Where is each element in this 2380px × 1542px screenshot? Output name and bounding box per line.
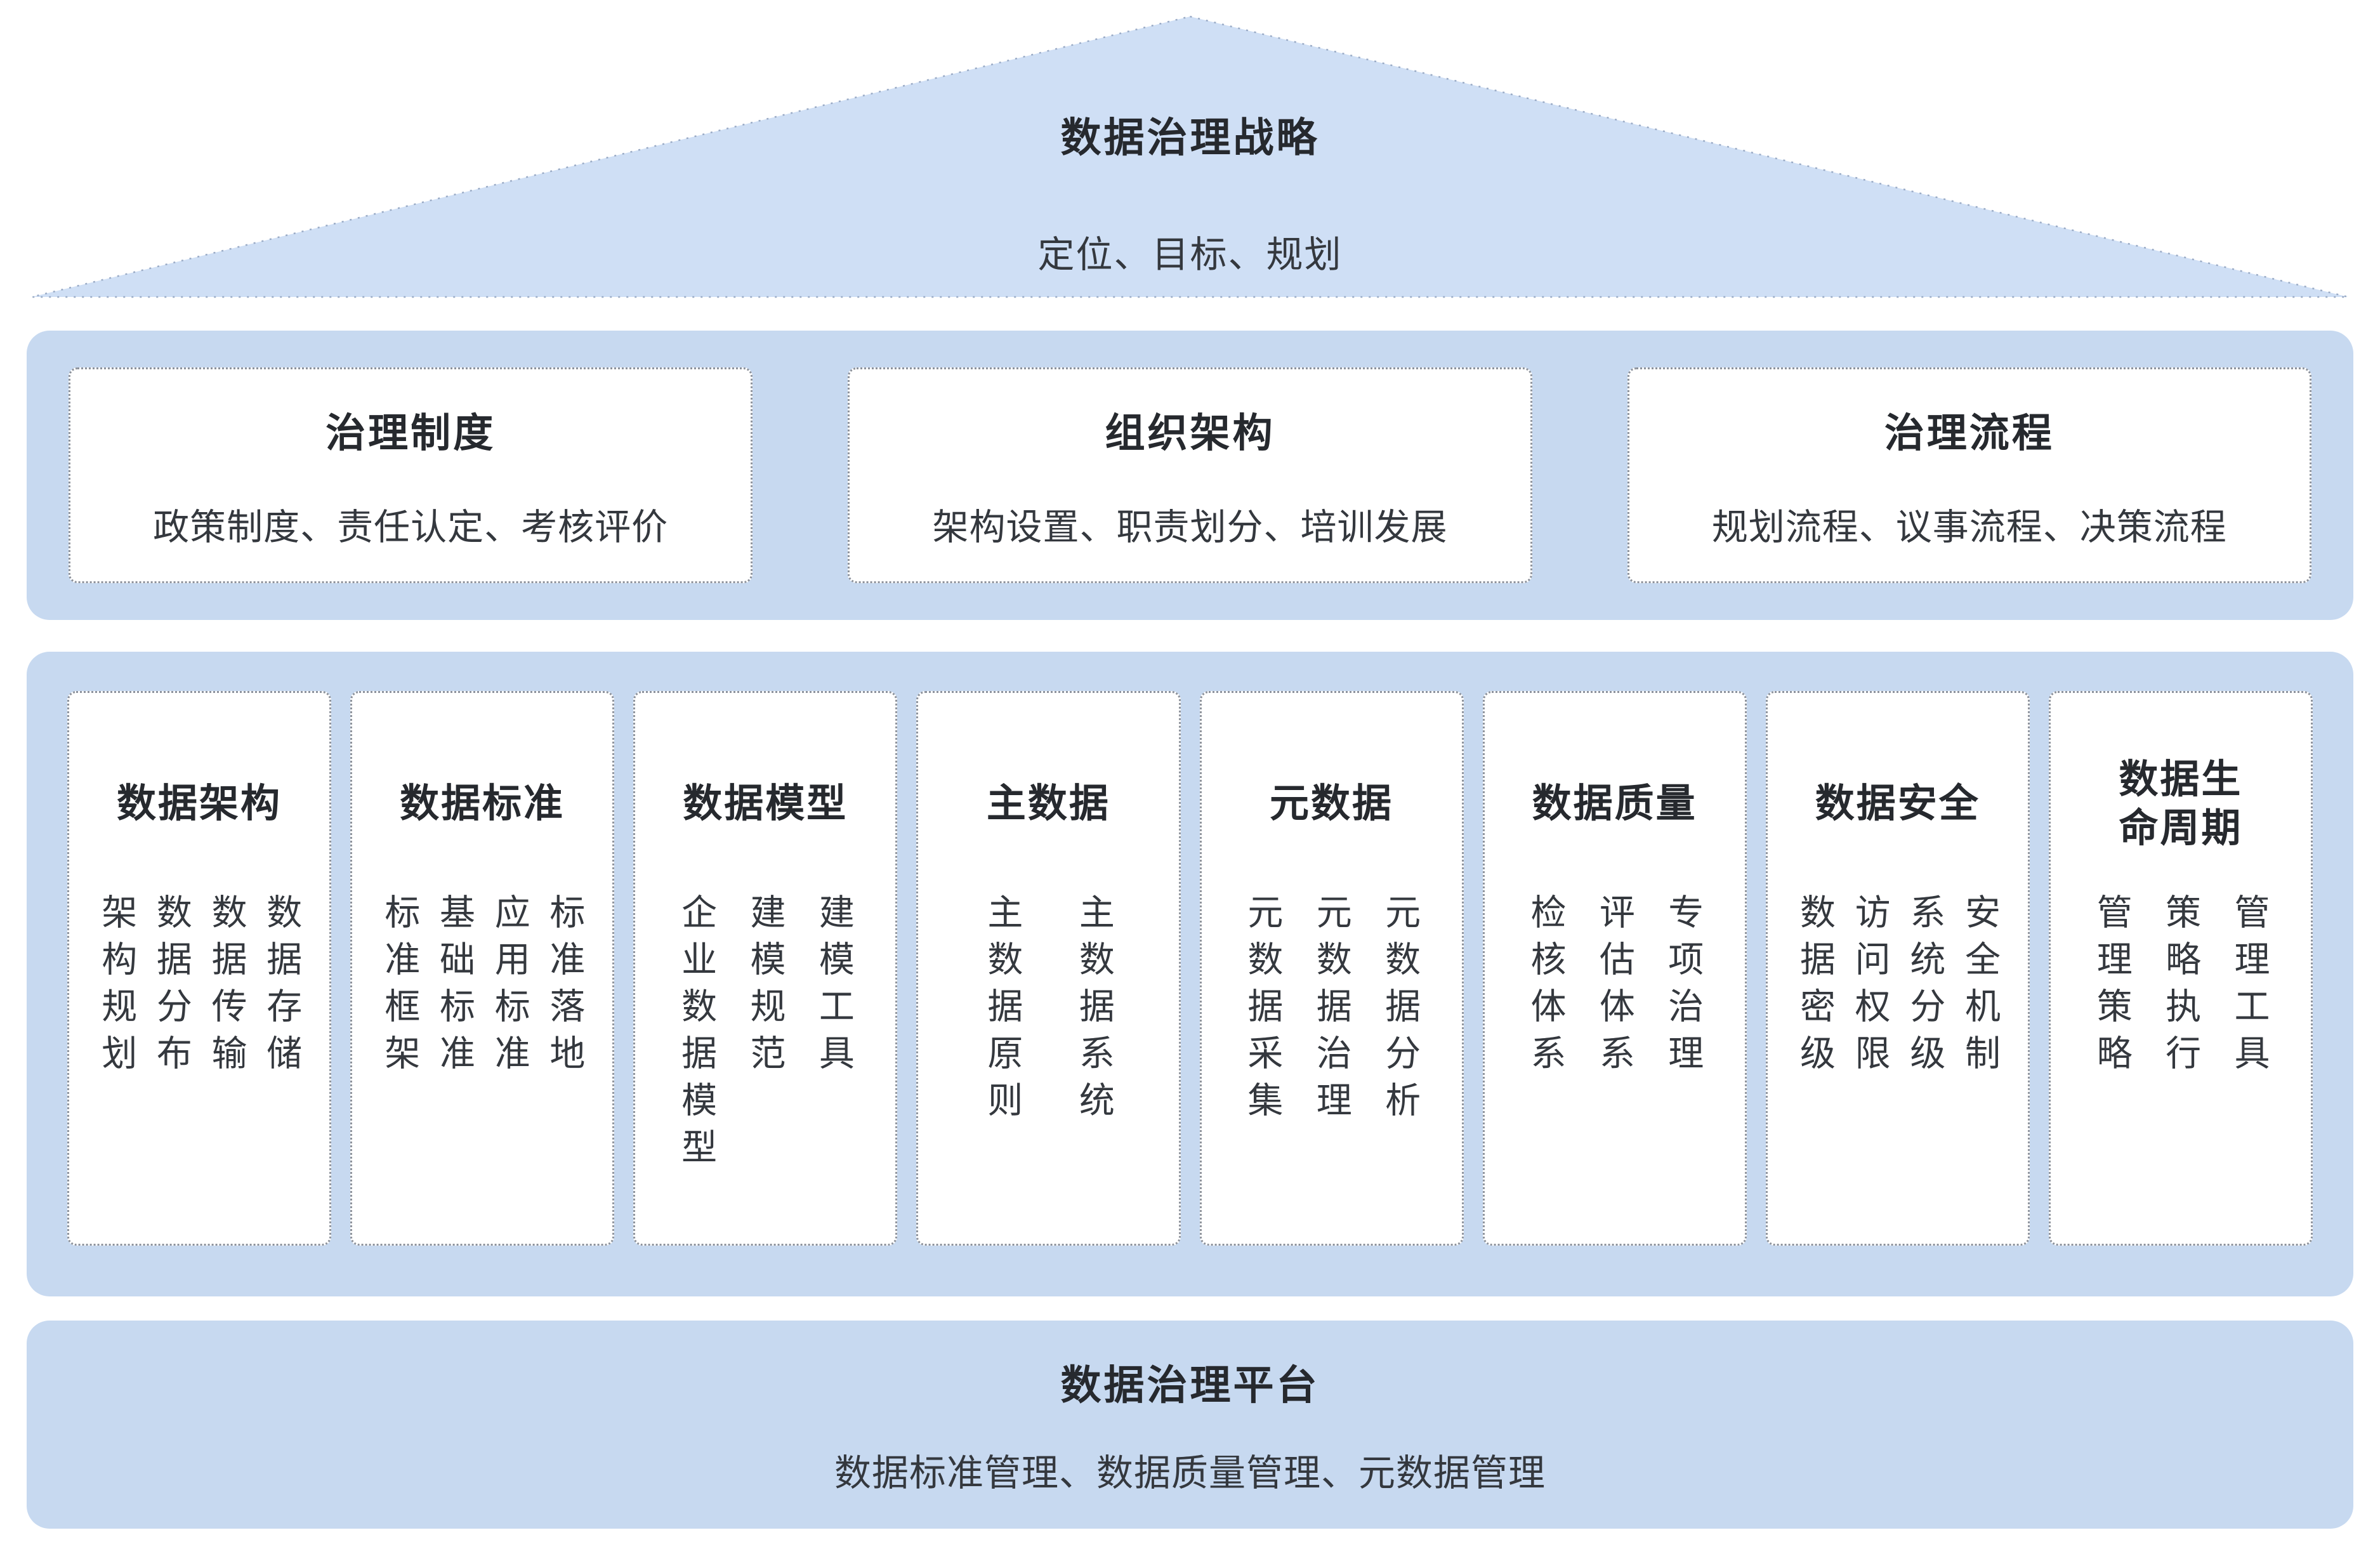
pillar-item: 检核体系	[1525, 893, 1566, 1081]
pillar-item: 评估体系	[1594, 893, 1635, 1081]
pillar-title-text: 数据质量	[1532, 782, 1697, 826]
roof-triangle-shape	[31, 15, 2349, 298]
pillar-title: 数据模型	[647, 737, 884, 871]
pillar-title-text: 数据生命周期	[2119, 757, 2243, 851]
governance-box-organization: 组织架构 架构设置、职责划分、培训发展	[848, 367, 1532, 583]
pillar-title: 数据标准	[364, 737, 601, 871]
governance-band: 治理制度 政策制度、责任认定、考核评价 组织架构 架构设置、职责划分、培训发展 …	[27, 331, 2353, 620]
pillar-item: 标准框架	[379, 893, 420, 1081]
pillar-title: 数据安全	[1779, 737, 2016, 871]
pillar-item: 应用标准	[490, 893, 530, 1081]
pillar-item: 标准落地	[544, 893, 585, 1081]
pillar-box-data-security: 数据安全 数据密级 访问权限 系统分级 安全机制	[1765, 691, 2030, 1246]
pillar-box-data-architecture: 数据架构 架构规划 数据分布 数据传输 数据存储	[67, 691, 332, 1246]
pillar-item: 主数据系统	[1074, 893, 1115, 1128]
pillar-box-data-standards: 数据标准 标准框架 基础标准 应用标准 标准落地	[350, 691, 615, 1246]
governance-box-subtitle: 政策制度、责任认定、考核评价	[153, 506, 669, 548]
pillar-item: 基础标准	[435, 893, 475, 1081]
pillar-box-data-lifecycle: 数据生命周期 管理策略 策略执行 管理工具	[2048, 691, 2313, 1246]
pillar-items: 管理策略 策略执行 管理工具	[2062, 893, 2299, 1225]
pillar-item: 建模工具	[814, 893, 855, 1081]
pillar-item: 专项治理	[1663, 893, 1704, 1081]
pillar-box-metadata: 元数据 元数据采集 元数据治理 元数据分析	[1199, 691, 1464, 1246]
strategy-title: 数据治理战略	[1060, 115, 1320, 161]
pillar-title: 数据架构	[81, 737, 318, 871]
pillar-items: 标准框架 基础标准 应用标准 标准落地	[364, 893, 601, 1225]
strategy-subtitle: 定位、目标、规划	[1037, 234, 1343, 275]
pillar-title: 主数据	[930, 737, 1167, 871]
pillar-title-text: 主数据	[986, 782, 1110, 826]
pillar-item: 安全机制	[1960, 893, 2001, 1081]
pillar-items: 主数据原则 主数据系统	[930, 893, 1167, 1225]
platform-title: 数据治理平台	[1060, 1362, 1320, 1408]
pillar-item: 建模规范	[745, 893, 786, 1081]
pillar-item: 企业数据模型	[676, 893, 717, 1175]
governance-box-system: 治理制度 政策制度、责任认定、考核评价	[69, 367, 753, 583]
governance-box-title: 组织架构	[1105, 411, 1275, 456]
roof-text-block: 数据治理战略 定位、目标、规划	[27, 10, 2353, 302]
pillar-item: 策略执行	[2160, 893, 2201, 1081]
governance-box-process: 治理流程 规划流程、议事流程、决策流程	[1627, 367, 2311, 583]
platform-band: 数据治理平台 数据标准管理、数据质量管理、元数据管理	[27, 1321, 2353, 1529]
pillar-item: 数据密级	[1795, 893, 1836, 1081]
pillar-item: 数据分布	[152, 893, 192, 1081]
pillar-item: 管理策略	[2092, 893, 2133, 1081]
pillar-box-data-quality: 数据质量 检核体系 评估体系 专项治理	[1482, 691, 1747, 1246]
governance-box-title: 治理制度	[325, 411, 496, 456]
pillar-title-text: 数据安全	[1815, 782, 1980, 826]
pillar-item: 数据传输	[207, 893, 247, 1081]
pillar-items: 架构规划 数据分布 数据传输 数据存储	[81, 893, 318, 1225]
pillar-item: 主数据原则	[982, 893, 1023, 1128]
pillar-title: 数据质量	[1496, 737, 1733, 871]
domains-band: 数据架构 架构规划 数据分布 数据传输 数据存储 数据标准 标准框架 基础标准 …	[27, 652, 2353, 1296]
pillar-item: 元数据采集	[1242, 893, 1283, 1128]
pillar-item: 架构规划	[96, 893, 137, 1081]
pillar-title-text: 数据模型	[683, 782, 848, 826]
governance-box-subtitle: 规划流程、议事流程、决策流程	[1711, 506, 2227, 548]
pillar-title-text: 数据架构	[117, 782, 282, 826]
pillar-item: 管理工具	[2229, 893, 2270, 1081]
pillar-items: 检核体系 评估体系 专项治理	[1496, 893, 1733, 1225]
pillar-title: 数据生命周期	[2062, 737, 2299, 871]
pillar-items: 企业数据模型 建模规范 建模工具	[647, 893, 884, 1225]
pillar-items: 元数据采集 元数据治理 元数据分析	[1213, 893, 1450, 1225]
pillar-item: 元数据分析	[1380, 893, 1421, 1128]
pillar-title-text: 元数据	[1270, 782, 1394, 826]
pillar-title: 元数据	[1213, 737, 1450, 871]
pillar-box-data-model: 数据模型 企业数据模型 建模规范 建模工具	[633, 691, 898, 1246]
platform-subtitle: 数据标准管理、数据质量管理、元数据管理	[834, 1453, 1546, 1494]
pillar-item: 数据存储	[261, 893, 302, 1081]
pillar-item: 系统分级	[1905, 893, 1945, 1081]
governance-box-subtitle: 架构设置、职责划分、培训发展	[932, 506, 1448, 548]
pillar-item: 元数据治理	[1312, 893, 1352, 1128]
strategy-roof-section: 数据治理战略 定位、目标、规划	[27, 10, 2353, 302]
pillar-items: 数据密级 访问权限 系统分级 安全机制	[1779, 893, 2016, 1225]
pillar-title-text: 数据标准	[400, 782, 565, 826]
governance-box-title: 治理流程	[1884, 411, 2055, 456]
pillar-item: 访问权限	[1850, 893, 1891, 1081]
pillar-box-master-data: 主数据 主数据原则 主数据系统	[916, 691, 1181, 1246]
